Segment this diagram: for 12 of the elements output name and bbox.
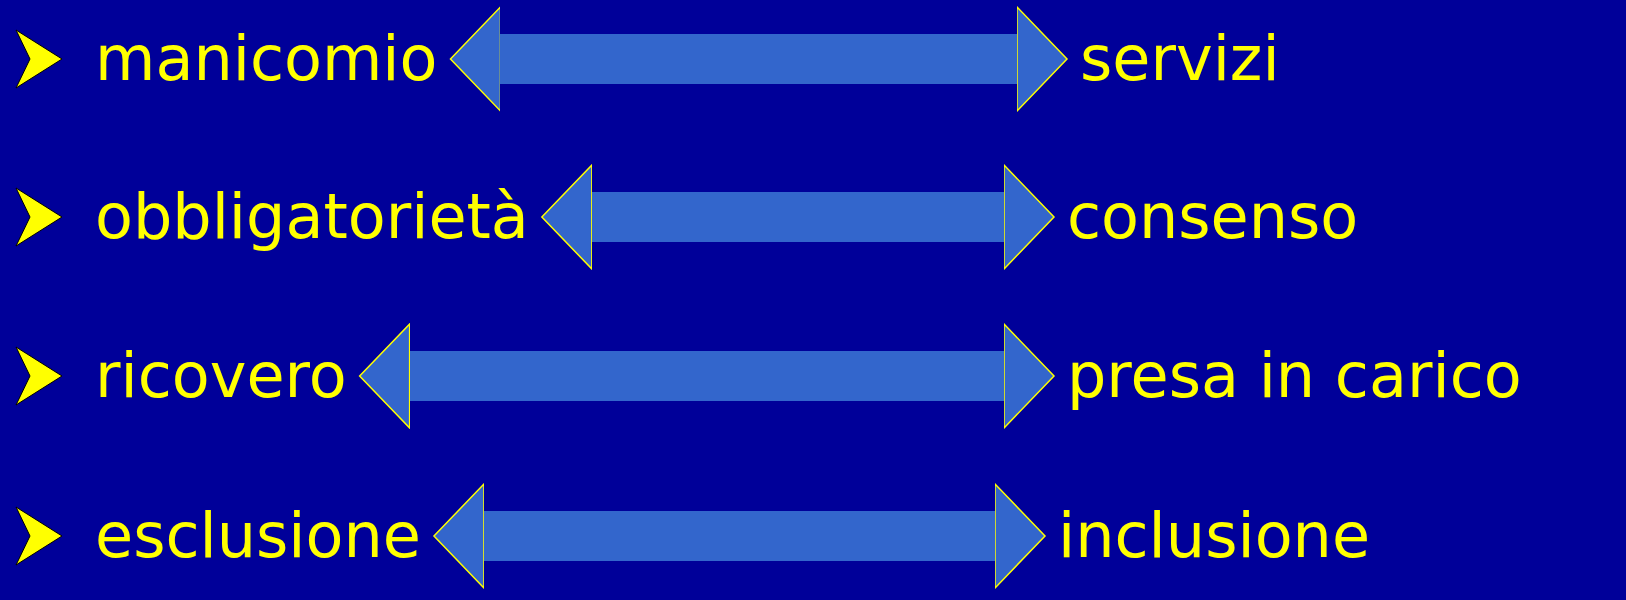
- double-arrow: [449, 6, 1068, 112]
- item-text: consenso: [1067, 182, 1359, 252]
- double-arrow: [358, 323, 1055, 429]
- item-text: servizi: [1080, 24, 1280, 94]
- double-arrow: [541, 164, 1055, 270]
- item-text: inclusione: [1058, 501, 1371, 571]
- item-text: presa in carico: [1067, 341, 1522, 411]
- double-arrow: [433, 483, 1046, 589]
- item-text: obbligatorietà: [95, 182, 529, 252]
- item-text: esclusione: [95, 501, 421, 571]
- item-text: ricovero: [95, 341, 347, 411]
- item-text: manicomio: [95, 24, 438, 94]
